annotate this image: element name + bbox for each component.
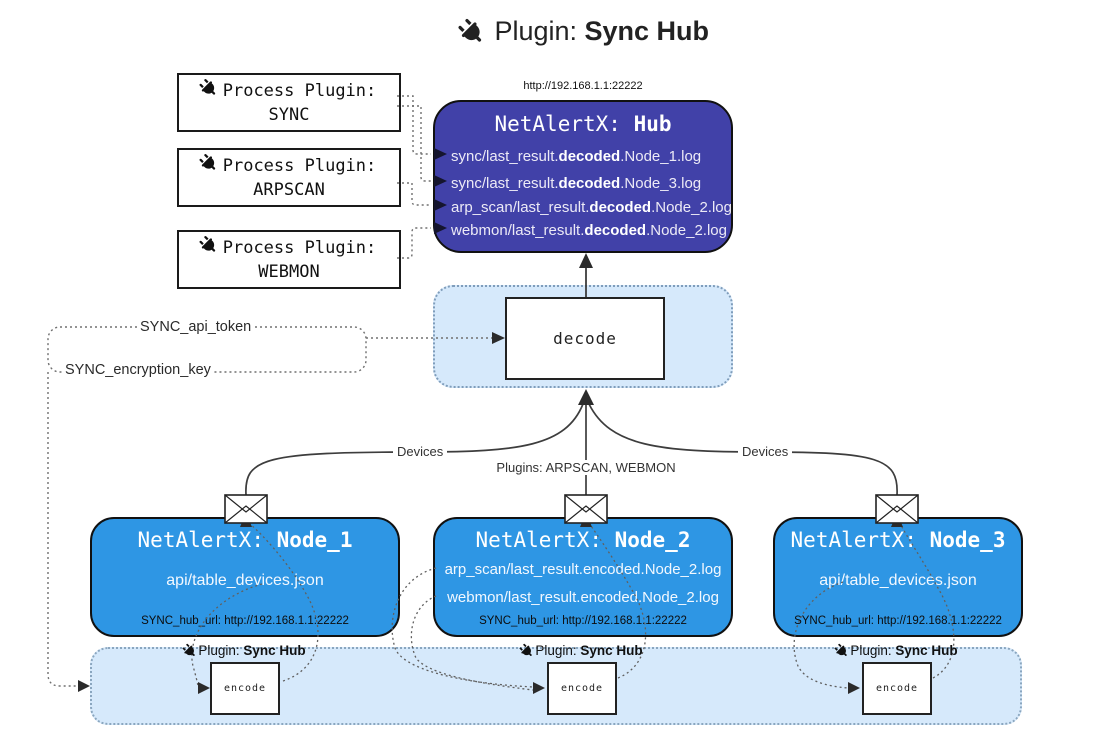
hub-url: http://192.168.1.1:22222 [523, 80, 643, 92]
node-2-box: NetAlertX: Node_2 arp_scan/last_result.e… [433, 517, 733, 637]
plugins-label-center: Plugins: ARPSCAN, WEBMON [460, 460, 712, 475]
encoder-label: Plugin: Sync Hub [502, 642, 662, 660]
plug-icon [196, 150, 226, 180]
hub-box: NetAlertX: Hub sync/last_result.decoded.… [433, 100, 733, 253]
devices-label-left: Devices [393, 444, 448, 459]
plugin-to-hub-connectors [397, 95, 431, 259]
hub-title-bold: Hub [633, 112, 672, 136]
hub-log-line: sync/last_result.decoded.Node_3.log [451, 175, 702, 192]
plug-icon [453, 14, 495, 56]
process-plugin-webmon: Process Plugin: WEBMON [177, 230, 401, 289]
process-plugin-arpscan: Process Plugin: ARPSCAN [177, 148, 401, 207]
to-decode-arrowhead [578, 389, 594, 405]
page-title: Plugin: Sync Hub [330, 15, 840, 51]
encode-box-3: encode [862, 662, 932, 715]
process-plugin-label: Process Plugin: [222, 155, 377, 176]
hub-log-line: webmon/last_result.decoded.Node_2.log [451, 222, 727, 239]
decode-box: decode [505, 297, 665, 380]
node-file: api/table_devices.json [166, 572, 324, 589]
devices-label-right: Devices [738, 444, 793, 459]
node-title: NetAlertX: Node_1 [137, 528, 353, 552]
encoder-label: Plugin: Sync Hub [165, 642, 325, 660]
process-plugin-label: Process Plugin: [222, 237, 377, 258]
plug-icon [196, 75, 226, 105]
node-file: arp_scan/last_result.encoded.Node_2.log [444, 561, 722, 578]
hub-log-line: arp_scan/last_result.decoded.Node_2.log [451, 199, 732, 216]
node-1-box: NetAlertX: Node_1 api/table_devices.json… [90, 517, 400, 637]
node-title: NetAlertX: Node_2 [475, 528, 691, 552]
encoder-label: Plugin: Sync Hub [817, 642, 977, 660]
nodes-to-decode-curves [245, 403, 898, 496]
node-title: NetAlertX: Node_3 [790, 528, 1006, 552]
title-prefix: Plugin: [494, 16, 585, 46]
plug-icon [196, 232, 226, 262]
node-hub-url: SYNC_hub_url: http://192.168.1.1:22222 [794, 615, 1002, 627]
encode-box-1: encode [210, 662, 280, 715]
node-3-box: NetAlertX: Node_3 api/table_devices.json… [773, 517, 1023, 637]
keys-to-strip-arrowhead [78, 680, 90, 692]
process-plugin-sync: Process Plugin: SYNC [177, 73, 401, 132]
hub-log-line: sync/last_result.decoded.Node_1.log [451, 148, 702, 165]
title-bold: Sync Hub [584, 16, 710, 46]
sync-api-token-label: SYNC_api_token [137, 319, 255, 335]
node-hub-url: SYNC_hub_url: http://192.168.1.1:22222 [479, 615, 687, 627]
process-plugin-label: Process Plugin: [222, 80, 377, 101]
node-file: webmon/last_result.encoded.Node_2.log [447, 589, 719, 606]
decode-to-hub-arrowhead [579, 253, 593, 268]
sync-encryption-key-label: SYNC_encryption_key [62, 362, 214, 378]
process-plugin-name: WEBMON [258, 262, 320, 282]
hub-title-prefix: NetAlertX: [494, 112, 634, 136]
process-plugin-name: ARPSCAN [253, 180, 325, 200]
node-file: api/table_devices.json [819, 572, 977, 589]
node-hub-url: SYNC_hub_url: http://192.168.1.1:22222 [141, 615, 349, 627]
process-plugin-name: SYNC [268, 105, 310, 125]
encode-box-2: encode [547, 662, 617, 715]
hub-title: NetAlertX: Hub [435, 112, 731, 136]
